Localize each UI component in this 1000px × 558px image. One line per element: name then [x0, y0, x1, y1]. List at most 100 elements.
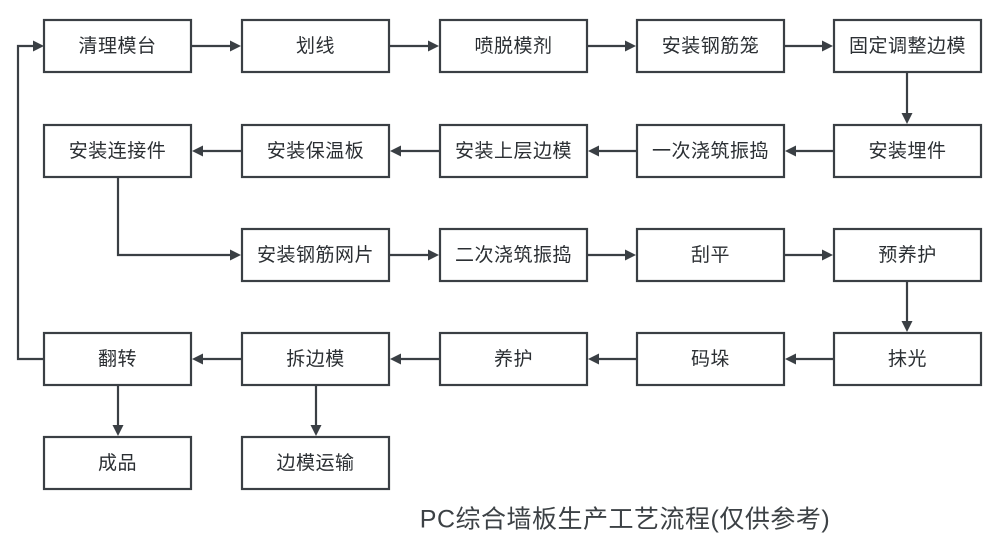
node-label: 成品 [98, 452, 137, 474]
node-label: 安装保温板 [267, 140, 365, 162]
arrow-head-icon [785, 145, 796, 157]
flow-connector [901, 281, 913, 332]
node-label: 固定调整边模 [849, 35, 966, 57]
node-label: 安装连接件 [69, 140, 167, 162]
node-box[interactable] [240, 18, 391, 74]
process-node-n5[interactable]: 固定调整边模 [832, 18, 983, 74]
process-node-n18[interactable]: 拆边模 [240, 331, 391, 387]
arrow-head-icon [625, 40, 636, 52]
arrow-head-icon [390, 145, 401, 157]
node-box[interactable] [832, 227, 983, 283]
arrow-head-icon [625, 249, 636, 261]
flow-connector [191, 40, 241, 52]
process-node-n20[interactable]: 成品 [42, 435, 193, 491]
node-box[interactable] [240, 331, 391, 387]
node-label: 清理模台 [78, 35, 156, 57]
process-node-n17[interactable]: 养护 [438, 331, 589, 387]
arrow-head-icon [901, 113, 913, 124]
node-box[interactable] [42, 331, 193, 387]
arrow-head-icon [230, 249, 241, 261]
node-box[interactable] [42, 123, 193, 179]
flow-connector [116, 177, 241, 261]
process-node-n9[interactable]: 安装保温板 [240, 123, 391, 179]
process-node-n7[interactable]: 一次浇筑振捣 [635, 123, 786, 179]
node-box[interactable] [240, 435, 391, 491]
node-box[interactable] [240, 123, 391, 179]
arrow-head-icon [428, 249, 439, 261]
process-node-n19[interactable]: 翻转 [42, 331, 193, 387]
node-box[interactable] [832, 331, 983, 387]
arrow-head-icon [588, 145, 599, 157]
node-box[interactable] [832, 123, 983, 179]
node-label: 喷脱模剂 [474, 35, 552, 57]
arrow-head-icon [310, 425, 322, 436]
process-node-n1[interactable]: 清理模台 [42, 18, 193, 74]
flow-connector [389, 40, 439, 52]
node-box[interactable] [438, 331, 589, 387]
node-box[interactable] [635, 227, 786, 283]
node-box[interactable] [240, 227, 391, 283]
node-label: 养护 [494, 348, 533, 370]
node-label: 拆边模 [286, 348, 345, 370]
flow-connector [785, 145, 834, 157]
connector-line [116, 177, 234, 257]
node-label: 边模运输 [276, 452, 354, 474]
node-label: 预养护 [878, 244, 937, 266]
flow-connector [587, 249, 636, 261]
node-label: 翻转 [98, 348, 137, 370]
diagram-title: PC综合墙板生产工艺流程(仅供参考) [420, 506, 830, 534]
arrow-head-icon [822, 40, 833, 52]
edges-layer [16, 40, 913, 436]
process-node-n8[interactable]: 安装上层边模 [438, 123, 589, 179]
node-box[interactable] [635, 123, 786, 179]
flow-connector [588, 145, 637, 157]
process-node-n4[interactable]: 安装钢筋笼 [635, 18, 786, 74]
flow-connector [901, 72, 913, 124]
node-label: 二次浇筑振捣 [455, 244, 572, 266]
flow-connector [192, 353, 242, 365]
flow-connector [112, 385, 124, 436]
process-node-n14[interactable]: 预养护 [832, 227, 983, 283]
flow-connector [16, 40, 44, 361]
node-box[interactable] [42, 18, 193, 74]
process-node-n13[interactable]: 刮平 [635, 227, 786, 283]
node-box[interactable] [438, 123, 589, 179]
process-node-n15[interactable]: 抹光 [832, 331, 983, 387]
flow-connector [192, 145, 242, 157]
arrow-head-icon [112, 425, 124, 436]
process-node-n6[interactable]: 安装埋件 [832, 123, 983, 179]
node-label: 抹光 [888, 348, 927, 370]
node-label: 码垛 [691, 348, 730, 370]
arrow-head-icon [428, 40, 439, 52]
node-label: 安装钢筋网片 [257, 244, 374, 266]
node-box[interactable] [635, 18, 786, 74]
process-node-n11[interactable]: 安装钢筋网片 [240, 227, 391, 283]
node-label: 刮平 [691, 244, 730, 266]
node-box[interactable] [438, 227, 589, 283]
node-label: 安装埋件 [868, 140, 946, 162]
node-label: 一次浇筑振捣 [652, 140, 769, 162]
arrow-head-icon [230, 40, 241, 52]
node-box[interactable] [635, 331, 786, 387]
flow-connector [785, 353, 834, 365]
process-node-n3[interactable]: 喷脱模剂 [438, 18, 589, 74]
node-label: 安装上层边模 [455, 140, 572, 162]
process-node-n12[interactable]: 二次浇筑振捣 [438, 227, 589, 283]
process-node-n21[interactable]: 边模运输 [240, 435, 391, 491]
arrow-head-icon [33, 40, 44, 52]
node-box[interactable] [438, 18, 589, 74]
process-node-n10[interactable]: 安装连接件 [42, 123, 193, 179]
arrow-head-icon [588, 353, 599, 365]
node-label: 划线 [296, 35, 335, 57]
arrow-head-icon [192, 353, 203, 365]
process-node-n16[interactable]: 码垛 [635, 331, 786, 387]
node-box[interactable] [832, 18, 983, 74]
arrow-head-icon [192, 145, 203, 157]
flow-connector [390, 353, 440, 365]
node-box[interactable] [42, 435, 193, 491]
flow-connector [784, 40, 833, 52]
process-node-n2[interactable]: 划线 [240, 18, 391, 74]
